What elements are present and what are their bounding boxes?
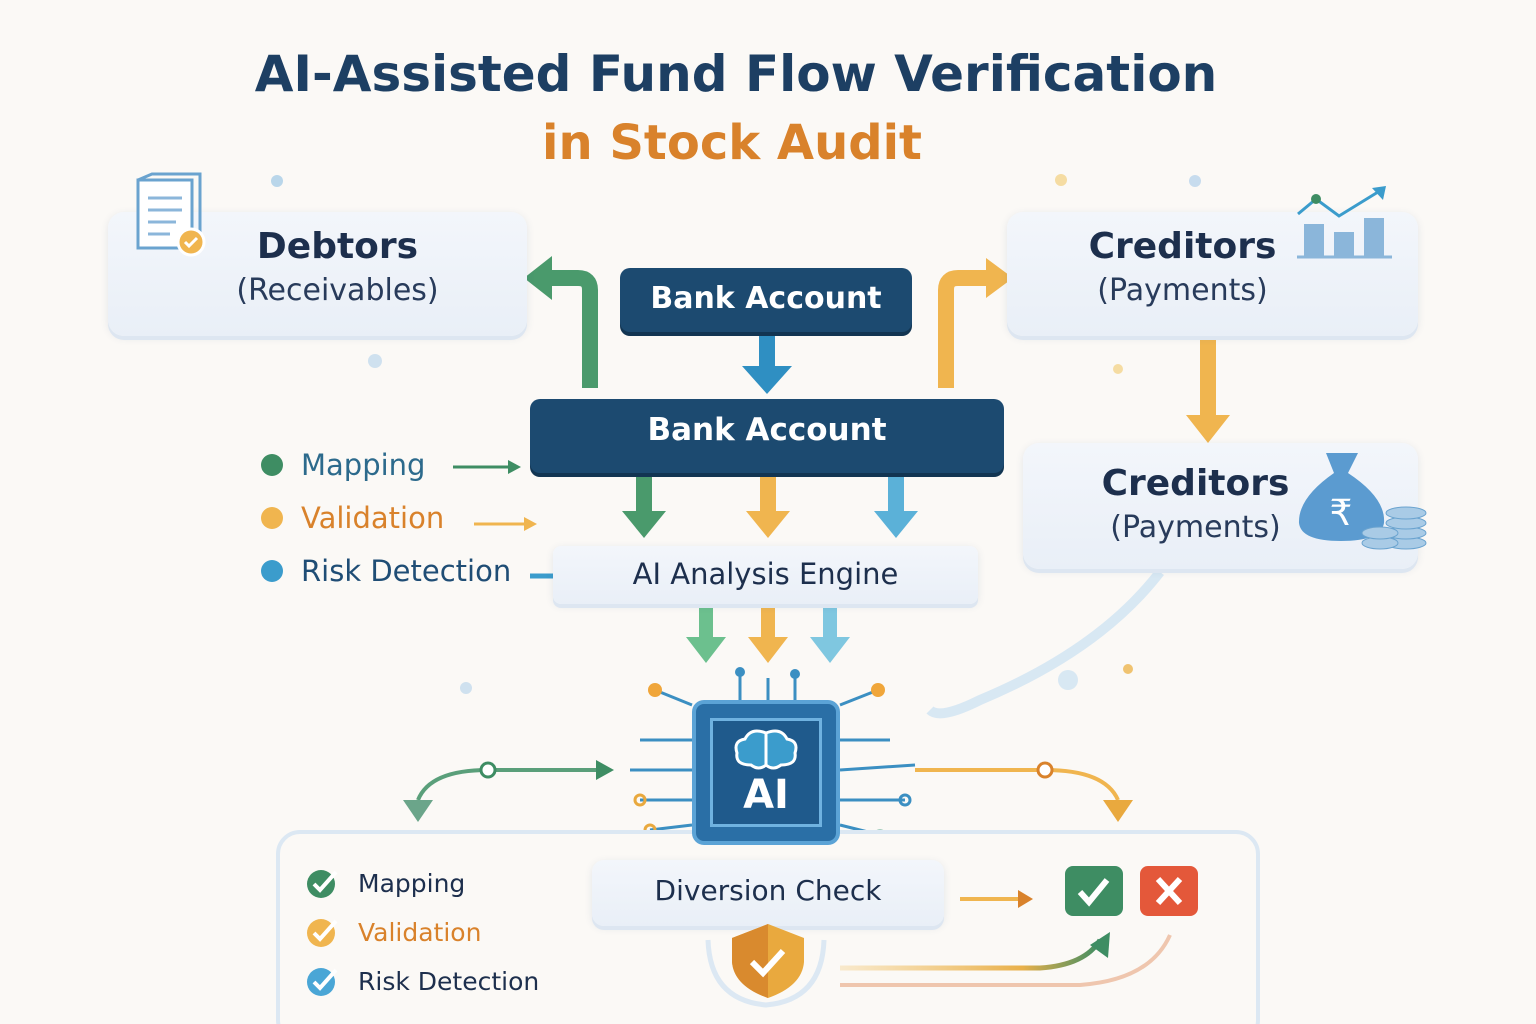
- creditors-top-subtitle: (Payments): [1097, 273, 1268, 308]
- legend-label: Validation: [301, 501, 445, 535]
- debtors-subtitle: (Receivables): [236, 273, 439, 308]
- approved-check-icon: [1065, 866, 1123, 916]
- creditors-card-top: Creditors (Payments): [1007, 212, 1418, 336]
- decorative-dots: [271, 174, 1201, 694]
- document-check-icon: [136, 172, 206, 257]
- ai-analysis-engine: AI Analysis Engine: [553, 546, 978, 604]
- arrow-chip-to-mapping: [416, 768, 600, 801]
- orange-dot-icon: [261, 507, 283, 529]
- diversion-check: Diversion Check: [592, 860, 944, 926]
- legend-item-risk: Risk Detection: [261, 553, 511, 589]
- arrow-risk-down: [874, 511, 918, 538]
- arrow-chip-to-result: [915, 768, 1120, 801]
- creditors-bottom-subtitle: (Payments): [1110, 510, 1281, 545]
- check-circle-icon: [307, 919, 338, 947]
- checklist-item: Risk Detection: [306, 964, 539, 998]
- chip-traces: [630, 672, 916, 837]
- blue-dot-icon: [261, 560, 283, 582]
- legend-item-mapping: Mapping: [261, 447, 511, 483]
- checklist-label: Mapping: [358, 868, 466, 898]
- bank-account-main: Bank Account: [530, 399, 1004, 473]
- growth-chart-icon: [1297, 186, 1392, 259]
- brain-icon: [734, 729, 798, 770]
- arrow-head-creditors: [986, 258, 1013, 298]
- arrow-mapping-down: [622, 511, 666, 538]
- check-circle-icon: [307, 870, 338, 898]
- checklist: Mapping Validation Risk Detection: [306, 866, 539, 998]
- checklist-item: Mapping: [306, 866, 539, 900]
- rejected-x-icon: [1140, 866, 1198, 916]
- shield-check-icon: [732, 924, 804, 998]
- legend-item-validation: Validation: [261, 500, 511, 536]
- arrow-validation-down: [746, 511, 790, 538]
- arrow-to-creditors: [938, 270, 988, 388]
- checklist-label: Risk Detection: [358, 966, 540, 996]
- legend-label: Mapping: [301, 448, 426, 482]
- creditors-bottom-title: Creditors: [1101, 463, 1290, 504]
- arrow-creditors-down: [1186, 415, 1230, 443]
- checklist-item: Validation: [306, 915, 539, 949]
- legend-label: Risk Detection: [301, 554, 512, 588]
- bank-account-top: Bank Account: [620, 268, 912, 332]
- arrow-head-debtors: [524, 256, 552, 300]
- ai-chip: AI: [692, 700, 840, 845]
- legend: Mapping Validation Risk Detection: [261, 447, 511, 589]
- arrow-to-debtors: [550, 270, 598, 388]
- title-line-2: in Stock Audit: [542, 115, 922, 171]
- check-circle-icon: [307, 968, 338, 996]
- green-dot-icon: [261, 454, 283, 476]
- chip-label: AI: [743, 772, 789, 818]
- checklist-label: Validation: [358, 917, 482, 947]
- title-line-1: AI-Assisted Fund Flow Verification: [254, 45, 1218, 103]
- svg-text:₹: ₹: [1330, 493, 1353, 534]
- creditors-top-title: Creditors: [1088, 226, 1277, 267]
- money-bag-icon: ₹: [1298, 453, 1427, 550]
- arrow-bank-down: [742, 366, 792, 394]
- debtors-title: Debtors: [256, 226, 419, 267]
